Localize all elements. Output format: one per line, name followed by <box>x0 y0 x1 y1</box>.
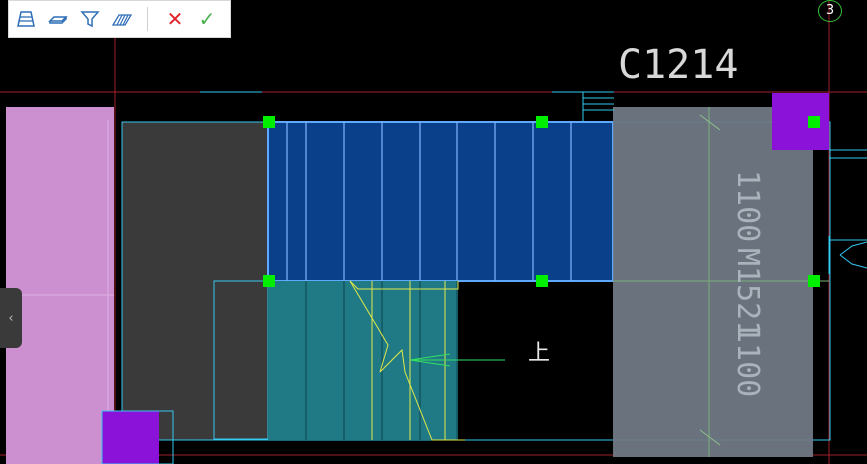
door-dim-bottom-label: 1100 <box>730 325 765 397</box>
filter-tool-button[interactable] <box>75 4 105 34</box>
window-lines <box>200 91 867 159</box>
column-bottom-left-outline <box>101 410 174 464</box>
column-top-right[interactable] <box>772 93 829 150</box>
stair-direction-arrow <box>409 353 505 367</box>
right-edge-markers <box>828 236 867 274</box>
grip-mid-left[interactable] <box>263 275 275 287</box>
door-tick-bottom <box>699 429 721 446</box>
door-dim-top-label: 1100 <box>730 170 765 242</box>
chevron-left-icon: ‹ <box>8 310 14 326</box>
stair-up-label: 上 <box>528 341 550 366</box>
stair-landing-outline <box>213 280 269 440</box>
door-block[interactable] <box>613 107 813 457</box>
cancel-button[interactable]: ✕ <box>166 7 184 31</box>
window-tag-label: C1214 <box>618 42 738 88</box>
slab-icon <box>48 16 68 24</box>
floating-edit-toolbar: ✕ ✓ <box>8 0 231 38</box>
toolbar-separator <box>147 7 148 31</box>
funnel-icon <box>80 11 100 28</box>
stair-treads-upper <box>286 122 572 281</box>
grip-mid-center[interactable] <box>536 275 548 287</box>
grip-mid-right[interactable] <box>808 275 820 287</box>
grip-top-left[interactable] <box>263 116 275 128</box>
door-tick-top <box>699 114 721 131</box>
confirm-button[interactable]: ✓ <box>198 7 216 31</box>
grip-top-mid[interactable] <box>536 116 548 128</box>
grid-axis-badge: 3 <box>818 0 842 22</box>
stair-run-upper[interactable] <box>267 121 614 282</box>
selection-grips[interactable] <box>263 116 820 287</box>
left-panel-toggle[interactable]: ‹ <box>0 288 22 348</box>
stair-icon <box>17 11 35 27</box>
column-bottom-left[interactable] <box>102 411 159 464</box>
wall-pink-left <box>6 107 114 464</box>
hatch-tool-button[interactable] <box>107 4 137 34</box>
grip-top-right[interactable] <box>808 116 820 128</box>
stair-tool-button[interactable] <box>11 4 41 34</box>
hatch-icon <box>111 14 133 26</box>
slab-tool-button[interactable] <box>43 4 73 34</box>
door-tag-label: M1521 <box>730 248 765 338</box>
stair-break-symbol <box>349 280 465 441</box>
